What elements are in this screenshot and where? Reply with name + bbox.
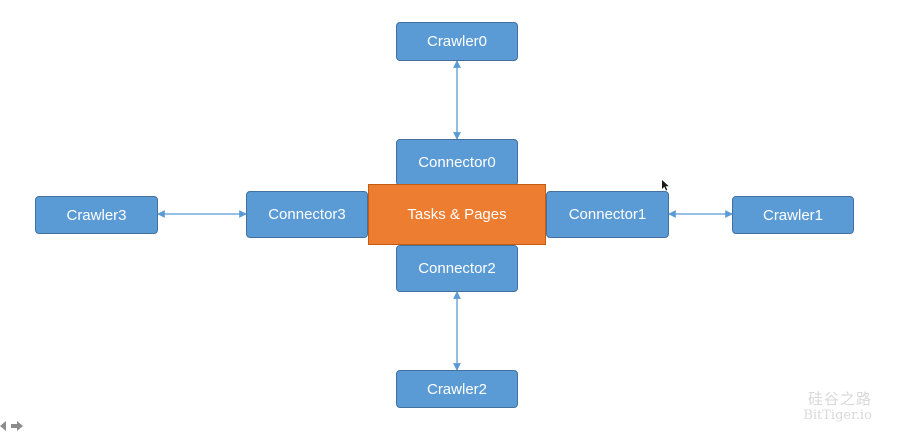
watermark-bittiger: BitTiger.io [803,408,872,423]
crawler2-node[interactable]: Crawler2 [396,370,518,408]
crawler3-node[interactable]: Crawler3 [35,196,158,234]
connector1-node[interactable]: Connector1 [546,191,669,238]
crawler0-node[interactable]: Crawler0 [396,22,518,61]
crawler1-node[interactable]: Crawler1 [732,196,854,234]
tasks-pages-node[interactable]: Tasks & Pages [368,184,546,245]
previous-slide-icon[interactable] [0,421,6,433]
connector0-node[interactable]: Connector0 [396,139,518,186]
mouse-pointer-icon [662,178,670,196]
next-slide-icon[interactable] [11,421,23,433]
connector2-node[interactable]: Connector2 [396,245,518,292]
connector3-node[interactable]: Connector3 [246,191,368,238]
watermark-chinese: 硅谷之路 [807,390,872,408]
